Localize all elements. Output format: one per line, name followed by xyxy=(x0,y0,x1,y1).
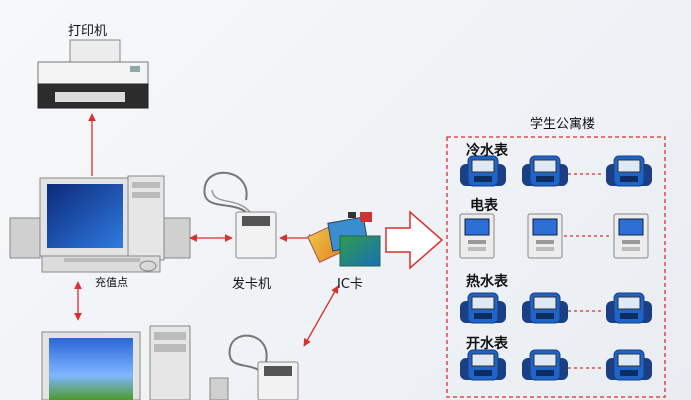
cold-water-meter-label: 冷水表 xyxy=(466,143,508,159)
cold-water-meter-1 xyxy=(460,155,506,187)
hot-water-meter-row xyxy=(460,292,652,324)
hollow-arrow-to-dorm xyxy=(385,210,444,270)
hot-water-meter-3 xyxy=(606,292,652,324)
boiled-water-meter-row xyxy=(460,349,652,381)
dorm-box xyxy=(446,136,666,398)
electric-meter-row xyxy=(459,213,649,259)
hot-water-meter-1 xyxy=(460,292,506,324)
boiled-water-meter-1 xyxy=(460,349,506,381)
arrow-ic-card-to-reader xyxy=(303,285,339,347)
printer-label: 打印机 xyxy=(68,24,108,39)
second-computer xyxy=(41,325,229,400)
hot-water-meter-2 xyxy=(522,292,568,324)
card-issuer xyxy=(203,171,277,259)
cold-water-meter-2 xyxy=(522,155,568,187)
cold-water-meter-row xyxy=(460,155,652,187)
recharge-computer xyxy=(9,175,191,273)
hot-water-meter-label: 热水表 xyxy=(466,274,508,290)
second-card-issuer xyxy=(228,334,299,400)
electric-meter-2 xyxy=(527,213,563,259)
electric-meter-1 xyxy=(459,213,495,259)
boiled-water-meter-label: 开水表 xyxy=(466,336,508,352)
card-issuer-label: 发卡机 xyxy=(232,277,272,292)
dorm-label: 学生公寓楼 xyxy=(530,117,596,132)
cold-water-meter-3 xyxy=(606,155,652,187)
boiled-water-meter-2 xyxy=(522,349,568,381)
printer xyxy=(37,39,149,109)
ic-card-label: IC卡 xyxy=(337,277,363,292)
electric-meter-3 xyxy=(613,213,649,259)
boiled-water-meter-3 xyxy=(606,349,652,381)
ic-cards xyxy=(307,212,381,267)
recharge-point-label: 充值点 xyxy=(95,276,128,289)
electric-meter-label: 电表 xyxy=(470,198,498,214)
